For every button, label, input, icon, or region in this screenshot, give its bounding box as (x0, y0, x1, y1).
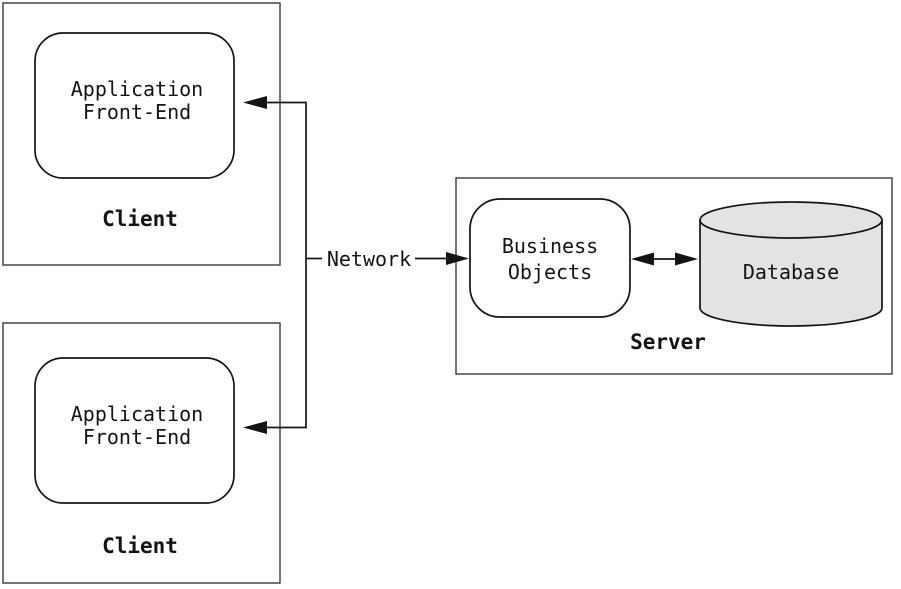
application-frontend-label-bottom-line1: Application (71, 402, 203, 426)
client-label-bottom: Client (102, 534, 178, 558)
network-connections: Network (243, 96, 698, 434)
application-frontend-shape-top (34, 32, 235, 179)
server-label: Server (630, 330, 706, 354)
application-frontend-label-top-line2: Front-End (83, 100, 191, 124)
database-cylinder-body (699, 220, 883, 327)
arrowhead-to-server (446, 252, 469, 265)
arrowhead-to-database (675, 252, 698, 266)
application-frontend-shape-bottom (34, 357, 235, 504)
business-objects-label-line2: Objects (508, 260, 592, 284)
client-node-top: Application Front-End Client (2, 2, 281, 266)
business-objects-shape (469, 198, 631, 318)
server-node: Business Objects Database Server (455, 177, 893, 375)
network-label: Network (327, 247, 411, 271)
arrowhead-to-client-top (243, 96, 267, 109)
arrowhead-to-client-bottom (243, 421, 267, 434)
application-frontend-label-bottom-line2: Front-End (83, 425, 191, 449)
database-cylinder-top (699, 201, 883, 239)
arrowhead-to-business-objects (631, 252, 654, 266)
client-node-bottom: Application Front-End Client (2, 322, 281, 584)
client-label-top: Client (102, 207, 178, 231)
application-frontend-label-top-line1: Application (71, 77, 203, 101)
business-objects-label-line1: Business (502, 234, 598, 258)
database-label: Database (743, 260, 839, 284)
